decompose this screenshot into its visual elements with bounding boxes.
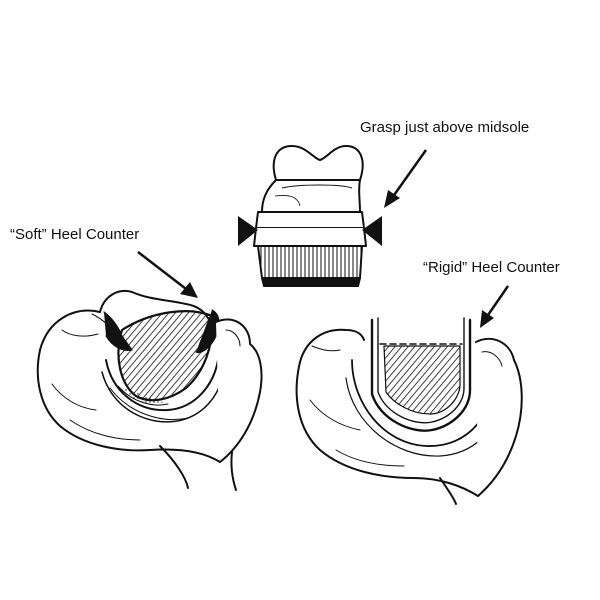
grasp-arrow-icon: [384, 149, 428, 208]
shoe-midsole: [257, 245, 363, 279]
right-hand-rigid-heel: [295, 317, 523, 505]
soft-counter-arrow-icon: [137, 251, 198, 298]
soft-counter-cup: [117, 310, 214, 402]
grasp-label: Grasp just above midsole: [360, 119, 530, 136]
shoe-rear-view: [253, 145, 367, 287]
pinch-arrow-right-icon: [362, 216, 382, 246]
shoe-grip-band: [255, 211, 365, 229]
soft-heel-counter-label: “Soft” Heel Counter: [10, 226, 140, 243]
pinch-arrow-left-icon: [238, 216, 258, 246]
shoe-collar: [272, 145, 364, 181]
rigid-heel-counter-label: “Rigid” Heel Counter: [423, 259, 560, 276]
rigid-counter-arrow-icon: [480, 285, 510, 328]
rigid-counter-cup: [370, 318, 472, 432]
left-hand-soft-heel: [36, 290, 263, 491]
